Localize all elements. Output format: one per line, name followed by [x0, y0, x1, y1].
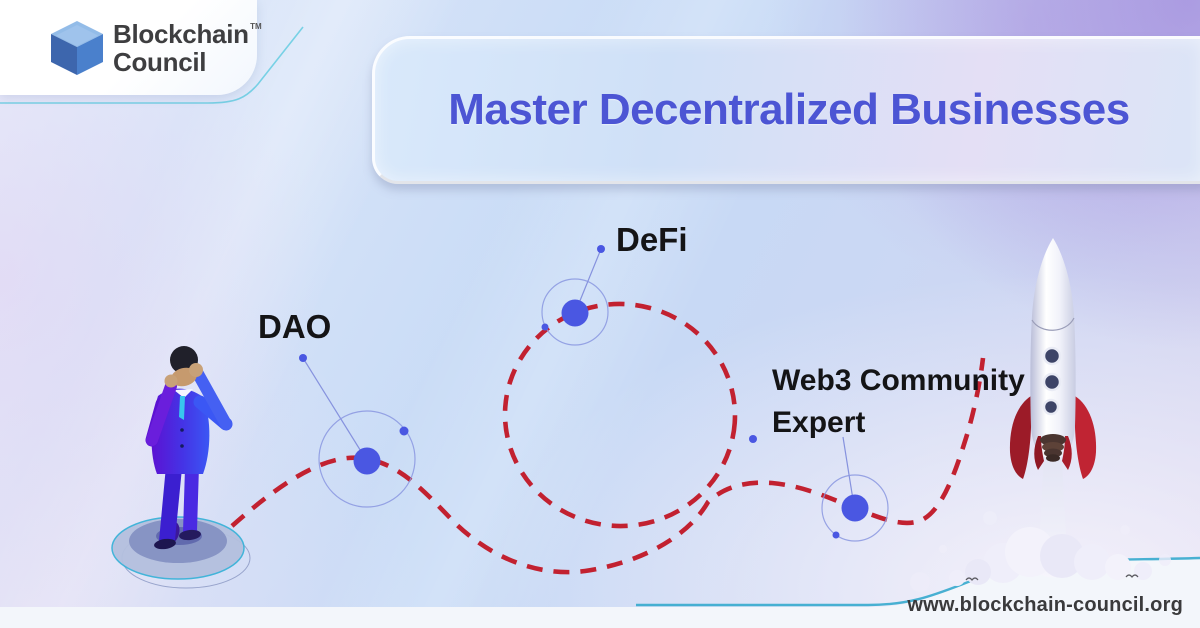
node-dao — [299, 354, 416, 508]
rocket-fin-right — [1075, 396, 1097, 479]
page-title: Master Decentralized Businesses — [448, 85, 1130, 134]
roadmap-path — [230, 301, 986, 575]
node-web3-ring — [821, 474, 889, 542]
title-panel: Master Decentralized Businesses — [372, 36, 1200, 184]
bird-icon — [965, 574, 1139, 581]
node-defi-ring — [541, 278, 609, 346]
rocket-window — [1042, 372, 1062, 392]
node-defi-dot — [561, 299, 589, 327]
node-dao-ring-dot — [399, 426, 409, 436]
person-illustration — [111, 346, 251, 589]
brand-logo: Blockchain Council TM — [0, 0, 262, 95]
launch-clouds — [910, 511, 1171, 592]
node-web3-dot — [841, 494, 869, 522]
rocket-nose-seam — [1031, 317, 1075, 331]
rocket-window — [1042, 346, 1062, 366]
milestone-nodes — [299, 245, 889, 542]
node-defi-satellite-dot — [597, 245, 605, 253]
brand-name: Blockchain Council TM — [113, 18, 262, 77]
node-defi-ring-dot — [541, 323, 549, 331]
node-dao-dot — [353, 447, 381, 475]
roadmap-curve — [230, 357, 986, 575]
logo-swoosh-line — [0, 26, 304, 104]
roadmap-loop — [502, 301, 738, 529]
website-url[interactable]: www.blockchain-council.org — [907, 594, 1183, 616]
node-dao-ring — [318, 410, 416, 508]
brand-name-line1: Blockchain — [113, 18, 249, 49]
rocket-window — [1042, 398, 1060, 416]
bottom-strip — [0, 559, 1200, 628]
node-web3-satellite-dot — [749, 435, 757, 443]
milestone-label-dao: DAO — [258, 308, 332, 345]
rocket-illustration — [1009, 238, 1097, 578]
trademark-symbol: TM — [250, 21, 262, 31]
brand-name-line2: Council — [113, 46, 207, 77]
node-web3-ring-dot — [832, 531, 840, 539]
milestone-label-defi: DeFi — [616, 221, 688, 258]
milestone-label-web3: Web3 Community Expert — [772, 364, 1025, 439]
node-dao-satellite-dot — [299, 354, 307, 362]
node-defi — [541, 245, 609, 346]
blockchain-cube-icon — [51, 20, 103, 75]
node-web3 — [749, 435, 889, 542]
rocket-fin-left — [1009, 396, 1031, 479]
